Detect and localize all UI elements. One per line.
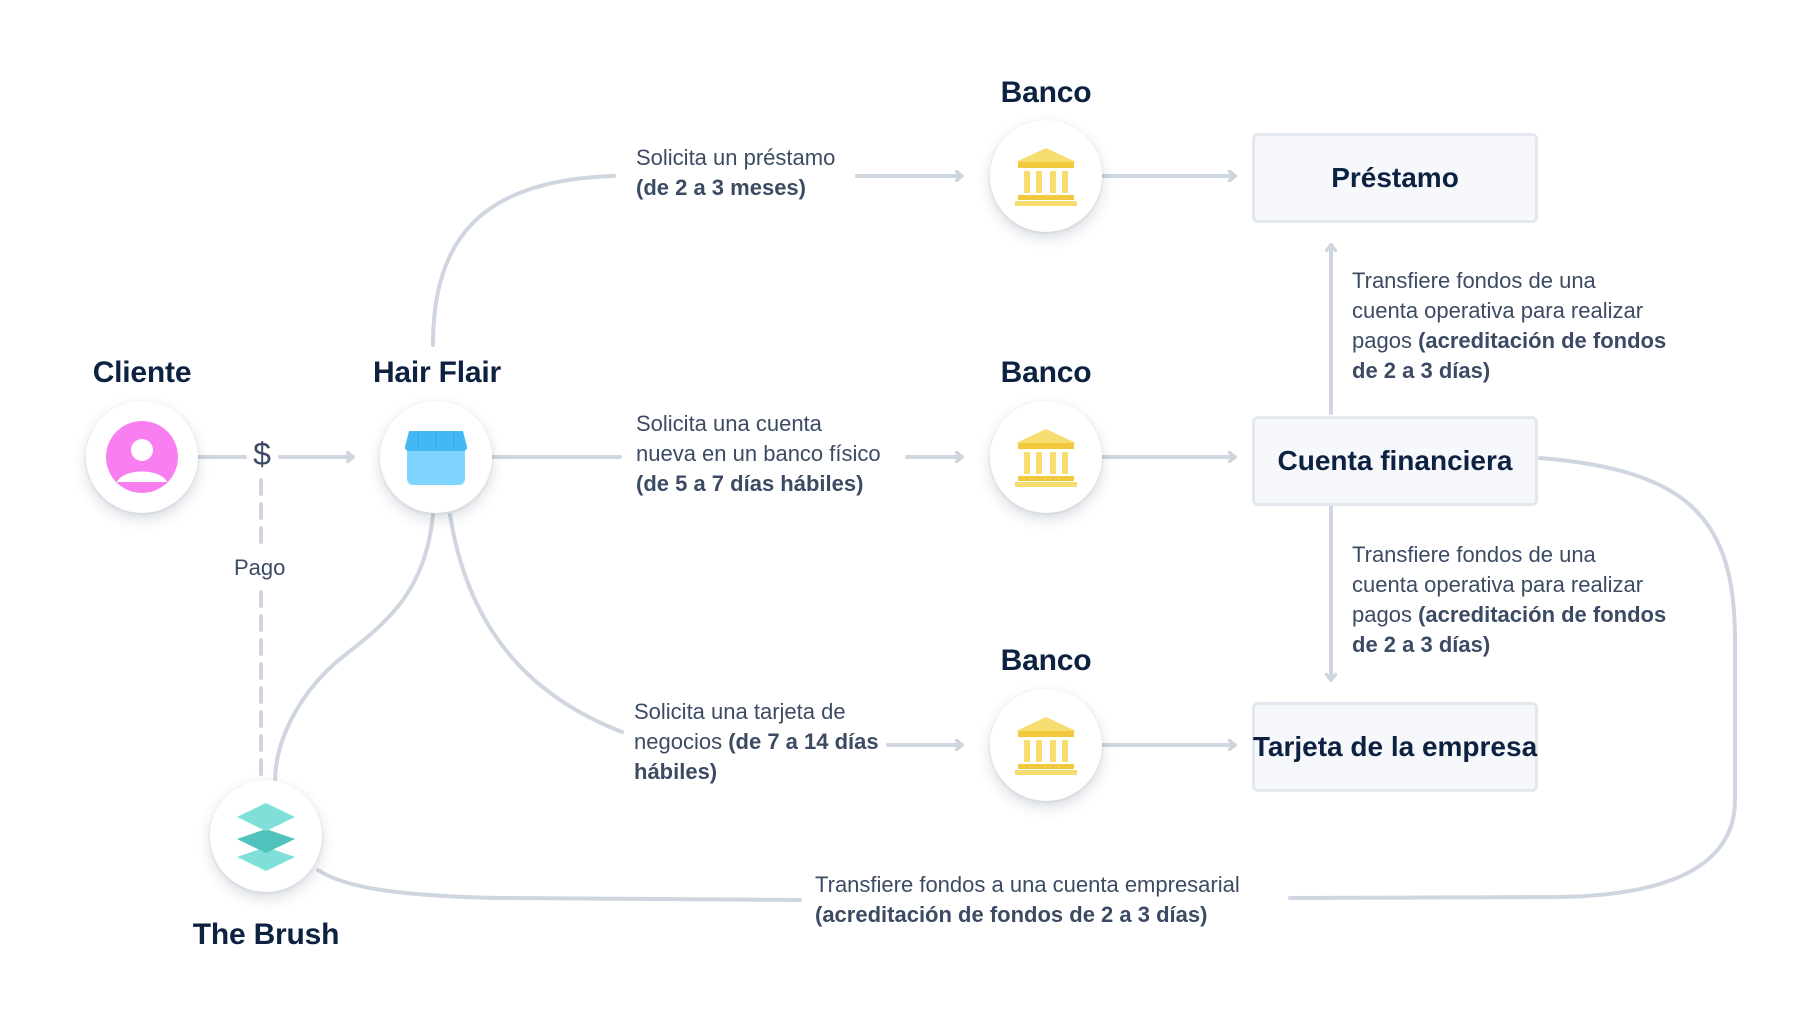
transfer-up-duration-2: de 2 a 3 días) — [1352, 358, 1491, 383]
transfer-up-text-2: cuenta operativa para realizar — [1352, 298, 1644, 323]
curve-hairflair-card — [448, 513, 624, 734]
transfer-down-text-3: pagos — [1352, 602, 1412, 627]
transfer-up-label: Transfiere fondos de una cuenta operativ… — [1352, 266, 1667, 386]
stacked-layers-icon — [237, 803, 295, 871]
bank-icon — [1015, 148, 1077, 206]
transfer-down-duration-2: de 2 a 3 días) — [1352, 632, 1491, 657]
the-brush-title: The Brush — [192, 918, 340, 951]
curve-cuenta-transfer — [1288, 456, 1737, 900]
bank-3-node — [990, 689, 1102, 801]
curve-transfer-thebrush — [316, 868, 802, 902]
banco-1-title: Banco — [1000, 76, 1092, 109]
pago-label: Pago — [234, 553, 286, 583]
transfer-up-text-1: Transfiere fondos de una — [1352, 268, 1596, 293]
transfer-business-text: Transfiere fondos a una cuenta empresari… — [815, 872, 1240, 897]
transfer-down-label: Transfiere fondos de una cuenta operativ… — [1352, 540, 1667, 660]
loan-request-duration: (de 2 a 3 meses) — [636, 175, 806, 200]
transfer-down-text-1: Transfiere fondos de una — [1352, 542, 1596, 567]
curve-hairflair-loan — [431, 174, 616, 347]
transfer-up-text-3: pagos — [1352, 328, 1412, 353]
card-request-duration-1: (de 7 a 14 días — [728, 729, 879, 754]
hair-flair-title: Hair Flair — [372, 356, 502, 389]
transfer-business-duration: (acreditación de fondos de 2 a 3 días) — [815, 902, 1208, 927]
transfer-business-label: Transfiere fondos a una cuenta empresari… — [815, 870, 1240, 930]
account-request-text-2: nueva en un banco físico — [636, 441, 881, 466]
hair-flair-node — [380, 401, 492, 513]
loan-request-label: Solicita un préstamo (de 2 a 3 meses) — [636, 143, 836, 203]
prestamo-box: Préstamo — [1252, 133, 1538, 223]
card-request-label: Solicita una tarjeta de negocios (de 7 a… — [634, 697, 879, 787]
the-brush-node — [210, 780, 322, 892]
card-request-text-2: negocios — [634, 729, 723, 754]
bank-2-node — [990, 401, 1102, 513]
transfer-down-duration-1: (acreditación de fondos — [1418, 602, 1667, 627]
account-request-text-1: Solicita una cuenta — [636, 411, 822, 436]
tarjeta-empresa-box: Tarjeta de la empresa — [1252, 702, 1538, 792]
bank-icon — [1015, 429, 1077, 487]
cuenta-financiera-box: Cuenta financiera — [1252, 416, 1538, 506]
card-request-duration-2: hábiles) — [634, 759, 718, 784]
card-request-text-1: Solicita una tarjeta de — [634, 699, 846, 724]
transfer-up-duration-1: (acreditación de fondos — [1418, 328, 1667, 353]
bank-icon — [1015, 717, 1077, 775]
storefront-icon — [405, 431, 467, 485]
account-request-duration: (de 5 a 7 días hábiles) — [636, 471, 864, 496]
cliente-node — [86, 401, 198, 513]
cliente-title: Cliente — [92, 356, 192, 389]
person-icon — [106, 421, 178, 493]
bank-1-node — [990, 120, 1102, 232]
banco-3-title: Banco — [1000, 644, 1092, 677]
account-request-label: Solicita una cuenta nueva en un banco fí… — [636, 409, 881, 499]
loan-request-text: Solicita un préstamo — [636, 145, 836, 170]
curve-hairflair-thebrush — [273, 513, 435, 784]
transfer-down-text-2: cuenta operativa para realizar — [1352, 572, 1644, 597]
dollar-label: $ — [247, 436, 277, 473]
banco-2-title: Banco — [1000, 356, 1092, 389]
